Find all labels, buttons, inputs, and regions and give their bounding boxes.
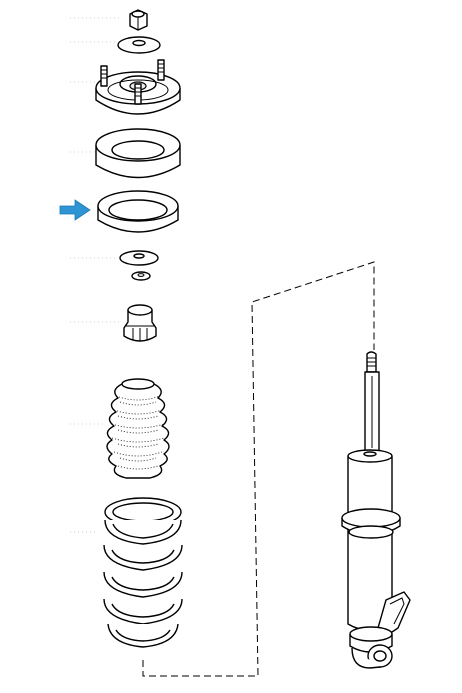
leader-lines bbox=[70, 17, 122, 533]
strut-mount-part bbox=[95, 59, 181, 115]
washer-part bbox=[119, 250, 159, 266]
small-nut-part bbox=[131, 271, 151, 281]
shock-absorber-part bbox=[341, 351, 411, 669]
coil-spring-part bbox=[103, 497, 183, 648]
nut-part bbox=[129, 9, 148, 31]
bump-stopper-part bbox=[123, 304, 157, 342]
assembly-dashed-line bbox=[142, 261, 375, 677]
washer-top-part bbox=[117, 36, 161, 54]
highlight-arrow bbox=[59, 199, 91, 221]
dust-boot-part bbox=[106, 378, 170, 479]
upper-spring-seat-part bbox=[95, 128, 181, 179]
insulator-ring-part bbox=[97, 190, 179, 233]
